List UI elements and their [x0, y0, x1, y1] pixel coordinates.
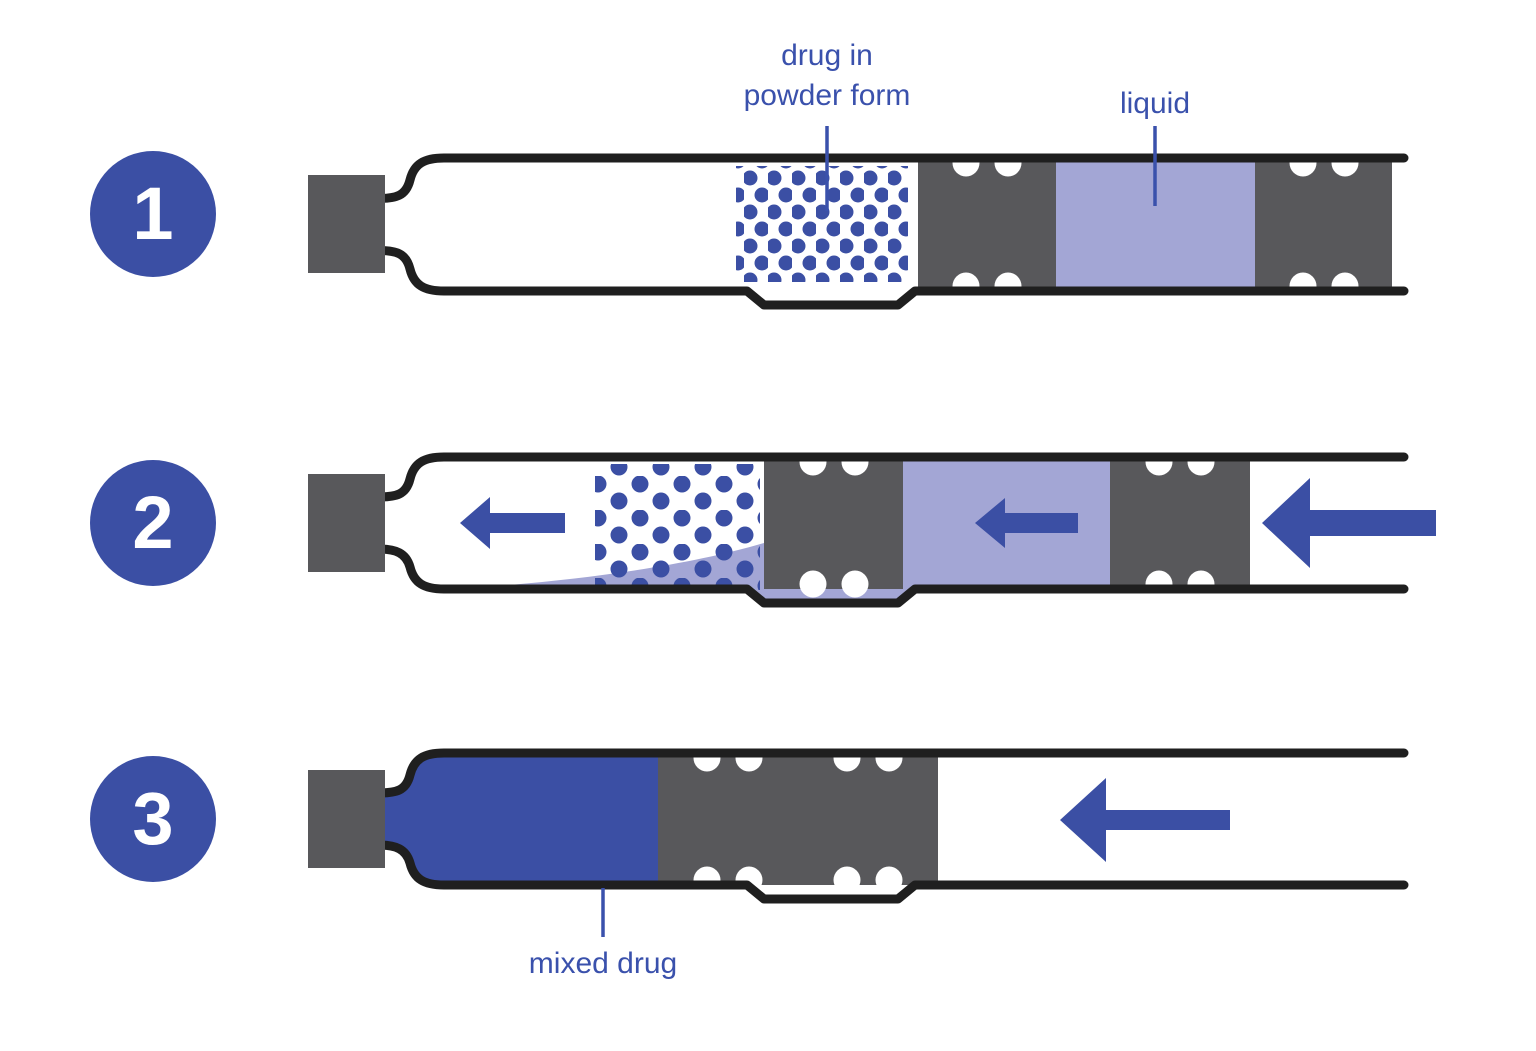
- step-2-badge: 2: [90, 460, 216, 586]
- mixed-drug-chamber: [368, 753, 658, 885]
- stopper-notch: [841, 457, 869, 476]
- drug-powder-region: [595, 464, 760, 590]
- step-3-badge: 3: [90, 756, 216, 882]
- push-arrow-left-icon: [1262, 478, 1436, 568]
- plunger-cap: [308, 474, 385, 572]
- cartridge-contents: [736, 158, 1392, 300]
- flow-arrow-left-icon: [975, 498, 1078, 548]
- stopper-notch: [799, 570, 827, 598]
- label-drug-powder-line2: powder form: [743, 79, 911, 112]
- label-drug-powder: drug in powder form: [652, 36, 1002, 116]
- label-mixed-drug: mixed drug: [528, 947, 678, 980]
- step-1-number: 1: [132, 172, 174, 255]
- step-1-badge: 1: [90, 151, 216, 277]
- end-stopper: [798, 753, 938, 894]
- flow-arrow-left-icon: [460, 497, 565, 549]
- stopper-notch: [994, 158, 1022, 177]
- stopper-notch: [833, 753, 861, 772]
- step-2-cartridge: [308, 452, 1436, 608]
- stopper-notch: [693, 753, 721, 772]
- stopper-notch: [735, 753, 763, 772]
- stopper-notch: [833, 866, 861, 894]
- cartridge-contents: [440, 457, 1250, 603]
- step-3-number: 3: [132, 777, 174, 860]
- stopper-notch: [1187, 457, 1215, 476]
- label-liquid: liquid: [1119, 87, 1191, 120]
- step-3-cartridge: [308, 748, 1409, 904]
- stopper-notch: [1289, 158, 1317, 177]
- stopper-notch: [841, 570, 869, 598]
- middle-stopper: [658, 753, 798, 894]
- stopper-notch: [1145, 457, 1173, 476]
- stopper-notch: [1331, 158, 1359, 177]
- stopper-notch: [875, 866, 903, 894]
- middle-stopper: [918, 158, 1056, 300]
- step-2-number: 2: [132, 481, 174, 564]
- label-drug-powder-line1: drug in: [781, 39, 873, 72]
- cartridge-contents: [368, 753, 1230, 894]
- end-stopper: [1110, 457, 1250, 598]
- end-stopper: [1255, 158, 1392, 300]
- middle-stopper: [764, 457, 903, 598]
- stopper-notch: [799, 457, 827, 476]
- plunger-cap: [308, 175, 385, 273]
- step-1-cartridge: [308, 153, 1409, 310]
- stopper-notch: [952, 158, 980, 177]
- stopper-notch: [875, 753, 903, 772]
- drug-powder-region: [736, 166, 908, 282]
- flow-arrow-left-icon: [1060, 778, 1230, 862]
- plunger-cap: [308, 770, 385, 868]
